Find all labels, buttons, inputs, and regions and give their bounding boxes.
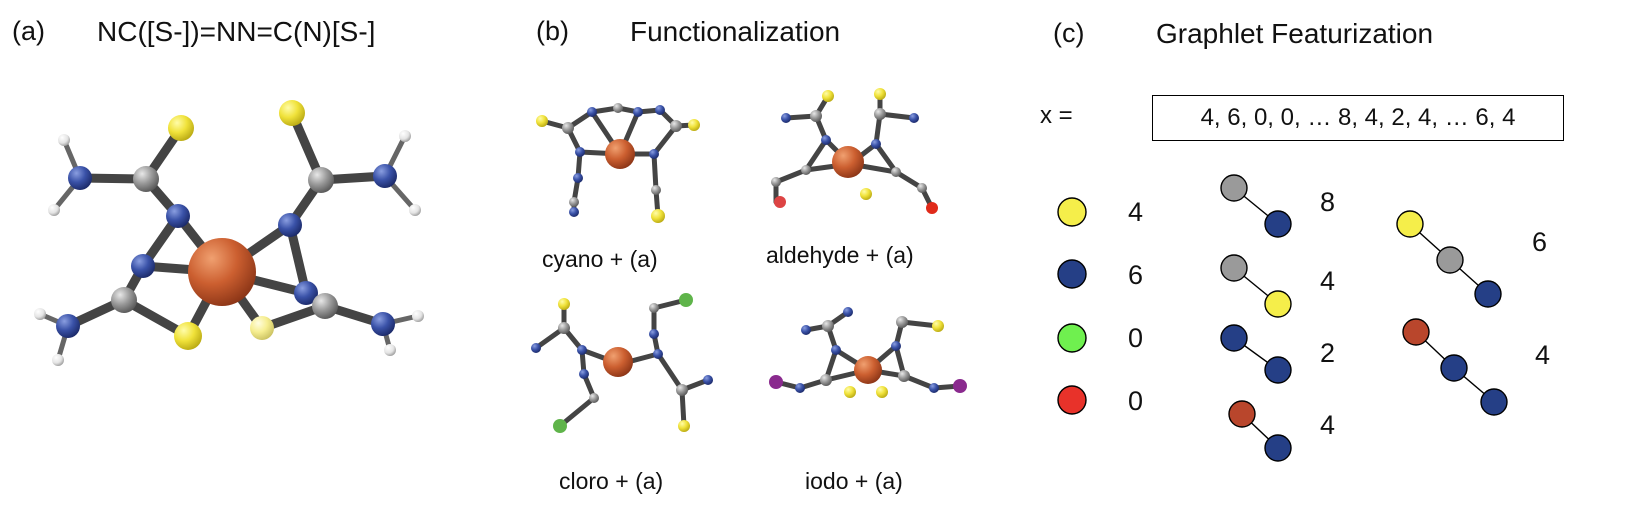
molecule-cyano [536,103,700,223]
caption-iodo: iodo + (a) [805,468,903,494]
triple-graphlets [1396,210,1508,416]
triple-0-node-2 [1474,280,1502,308]
single-node-graphlets [1057,197,1087,415]
count-pair-3: 4 [1320,410,1336,440]
feature-vector-box: 4, 6, 0, 0, … 8, 4, 2, 4, … 6, 4 [1152,95,1564,141]
molecule-iodo [769,307,967,398]
panel-b-title: Functionalization [630,16,841,47]
panel-a-label: (a) [12,16,45,46]
triple-0-node-1 [1436,246,1464,274]
node-red [1057,385,1087,415]
count-single-red: 0 [1128,386,1144,416]
pair-0-node-0 [1220,174,1248,202]
pair-3-node-1 [1264,434,1292,462]
triple-1-node-1 [1440,354,1468,382]
count-triple-0: 6 [1532,227,1548,257]
pair-0-node-1 [1264,210,1292,238]
panel-c-label: (c) [1053,18,1085,48]
count-single-green: 0 [1128,323,1144,353]
node-blue [1057,259,1087,289]
count-triple-1: 4 [1535,340,1551,370]
molecule-aldehyde [771,88,938,214]
caption-aldehyde: aldehyde + (a) [766,242,914,268]
triple-1-node-0 [1402,318,1430,346]
triple-1-node-2 [1480,388,1508,416]
pair-2-node-1 [1264,356,1292,384]
triple-0-node-0 [1396,210,1424,238]
count-single-yellow: 4 [1128,197,1144,227]
node-green [1057,323,1087,353]
caption-cloro: cloro + (a) [559,468,664,494]
count-pair-1: 4 [1320,266,1336,296]
panel-b-label: (b) [536,16,569,46]
feature-vector: 4, 6, 0, 0, … 8, 4, 2, 4, … 6, 4 [1200,104,1516,131]
count-pair-0: 8 [1320,187,1336,217]
count-pair-2: 2 [1320,338,1336,368]
pair-graphlets [1220,174,1292,462]
smiles-string: NC([S-])=NN=C(N)[S-] [97,16,376,47]
pair-2-node-0 [1220,324,1248,352]
pair-3-node-0 [1228,400,1256,428]
count-single-blue: 6 [1128,260,1144,290]
molecule-cloro [531,293,713,433]
vector-prefix: x = [1040,102,1073,129]
panel-c-title: Graphlet Featurization [1156,18,1434,49]
pair-1-node-0 [1220,254,1248,282]
node-yellow [1057,197,1087,227]
pair-1-node-1 [1264,290,1292,318]
caption-cyano: cyano + (a) [542,246,658,272]
molecule-main [34,100,424,366]
